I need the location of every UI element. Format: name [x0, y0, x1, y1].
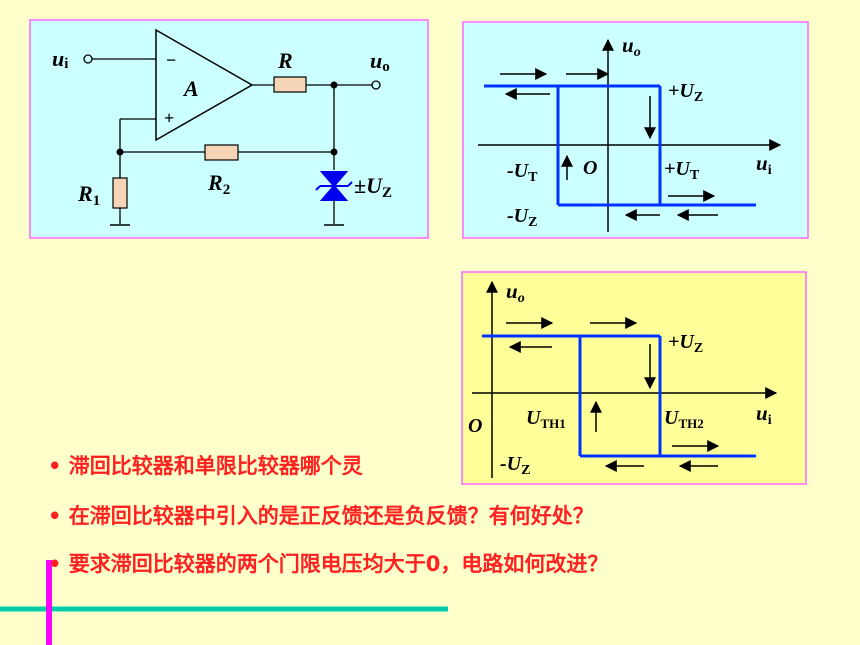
opamp-label: A	[182, 76, 199, 101]
accent-bar	[46, 560, 52, 645]
graph-bottom-x-label: ui	[756, 401, 772, 428]
graph-bottom-panel	[461, 271, 807, 485]
graph-top-curve	[484, 84, 756, 207]
resistor-r-label: R	[277, 48, 293, 73]
graph-bottom-y-label: uo	[506, 279, 525, 306]
resistor-r1-label: R1	[77, 181, 100, 209]
zener-label: ±UZ	[354, 173, 392, 201]
circuit-panel	[29, 19, 429, 239]
input-terminal	[83, 54, 93, 64]
graph-top-y-label: uo	[622, 33, 641, 60]
opamp-plus-sign: +	[164, 108, 174, 128]
output-label: uo	[370, 48, 390, 75]
graph-top-direction-arrows	[500, 68, 718, 221]
graph-top-minus-uz: -UZ	[507, 205, 537, 230]
resistor-r1	[112, 177, 128, 209]
hysteresis-graph-shifted: uo ui +UZ -UZ UTH1 UTH2 O	[461, 271, 807, 485]
resistor-r2-label: R2	[207, 170, 230, 198]
graph-top-panel	[462, 21, 809, 239]
opamp-minus-sign: −	[166, 50, 176, 70]
graph-top-origin: O	[583, 157, 597, 179]
opamp-triangle	[155, 28, 254, 142]
input-label: ui	[52, 46, 68, 72]
resistor-r	[273, 76, 307, 93]
graph-bottom-plus-uz: +UZ	[668, 331, 703, 356]
question-3: • 要求滞回比较器的两个门限电压均大于0，电路如何改进？	[48, 552, 609, 576]
graph-bottom-uth1: UTH1	[526, 407, 566, 431]
graph-bottom-minus-uz: -UZ	[500, 453, 530, 478]
graph-top-plus-uz: +UZ	[668, 80, 703, 105]
question-2: • 在滞回比较器中引入的是正反馈还是负反馈？有何好处？	[48, 504, 594, 528]
graph-top-minus-ut: -UT	[507, 160, 538, 185]
graph-bottom-uth2: UTH2	[664, 407, 704, 431]
graph-bottom-curve	[482, 334, 756, 458]
output-terminal	[371, 80, 381, 90]
graph-bottom-origin: O	[468, 415, 482, 437]
graph-top-plus-ut: +UT	[664, 158, 700, 183]
resistor-r2	[204, 144, 239, 161]
question-1: • 滞回比较器和单限比较器哪个灵	[48, 454, 363, 478]
graph-bottom-direction-arrows	[506, 317, 720, 472]
feedback-node	[330, 148, 338, 156]
circuit-diagram: − + A ui	[29, 19, 429, 239]
graph-top-x-label: ui	[756, 151, 772, 178]
hysteresis-graph-symmetric: uo ui +UZ -UZ -UT +UT O	[462, 21, 809, 239]
